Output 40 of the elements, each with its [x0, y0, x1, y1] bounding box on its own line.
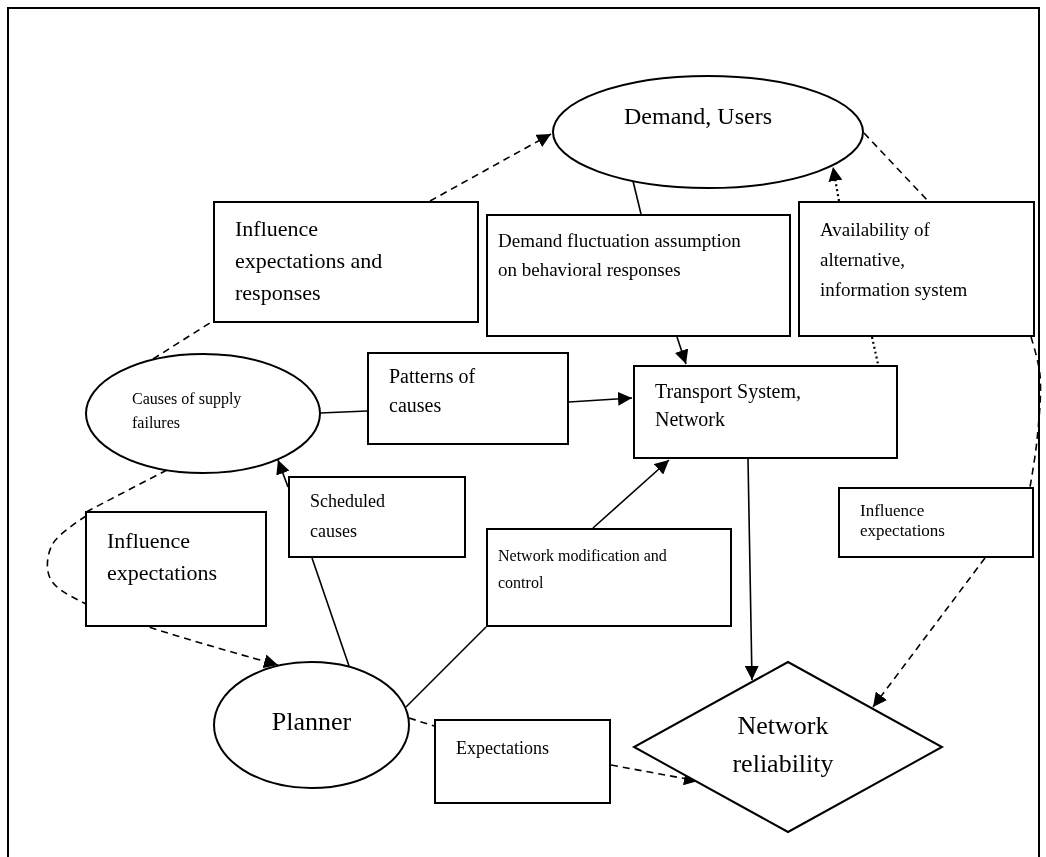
process-box: [434, 719, 611, 804]
node-label: Scheduled causes: [310, 490, 386, 543]
connector-line: [85, 469, 168, 513]
process-box: [367, 352, 569, 445]
node-label: Influence expectations and responses: [235, 215, 384, 307]
node-label: Causes of supply failures: [132, 389, 243, 433]
process-box: [486, 214, 791, 337]
arrow: [744, 458, 759, 681]
arrow: [592, 459, 670, 529]
process-box: [838, 487, 1034, 558]
connector-line: [408, 717, 435, 727]
arrow: [276, 459, 290, 488]
node-label: Patterns of causes: [389, 364, 477, 418]
connector-line: [1029, 336, 1042, 488]
process-box: [213, 201, 479, 323]
node-label: Expectations: [456, 737, 550, 760]
arrow: [674, 336, 689, 365]
connector-line: [863, 132, 929, 202]
connector-line: [632, 180, 642, 215]
connector-line: [870, 336, 880, 365]
node-label: Influence expectations: [860, 501, 946, 541]
node-label: Availability of alternative, information system: [820, 218, 969, 302]
process-box: [798, 201, 1035, 337]
arrow: [828, 166, 843, 202]
node-label: Transport System, Network: [655, 379, 802, 432]
connector-line: [311, 557, 350, 667]
arrow: [429, 133, 552, 202]
node-label: Demand fluctuation assumption on behavioral responses: [498, 229, 742, 282]
process-box: [486, 528, 732, 627]
node-label: Influence expectations: [107, 527, 218, 587]
node-label: Planner: [270, 707, 353, 737]
connector-line: [405, 626, 487, 708]
process-box: [288, 476, 466, 558]
node-label: Network modification and control: [498, 546, 668, 593]
node-label: Demand, Users: [623, 102, 773, 131]
arrow: [872, 557, 986, 708]
process-box: [85, 511, 267, 627]
process-box: [633, 365, 898, 459]
node-label: Network reliability: [731, 710, 835, 780]
arrow: [568, 391, 633, 406]
